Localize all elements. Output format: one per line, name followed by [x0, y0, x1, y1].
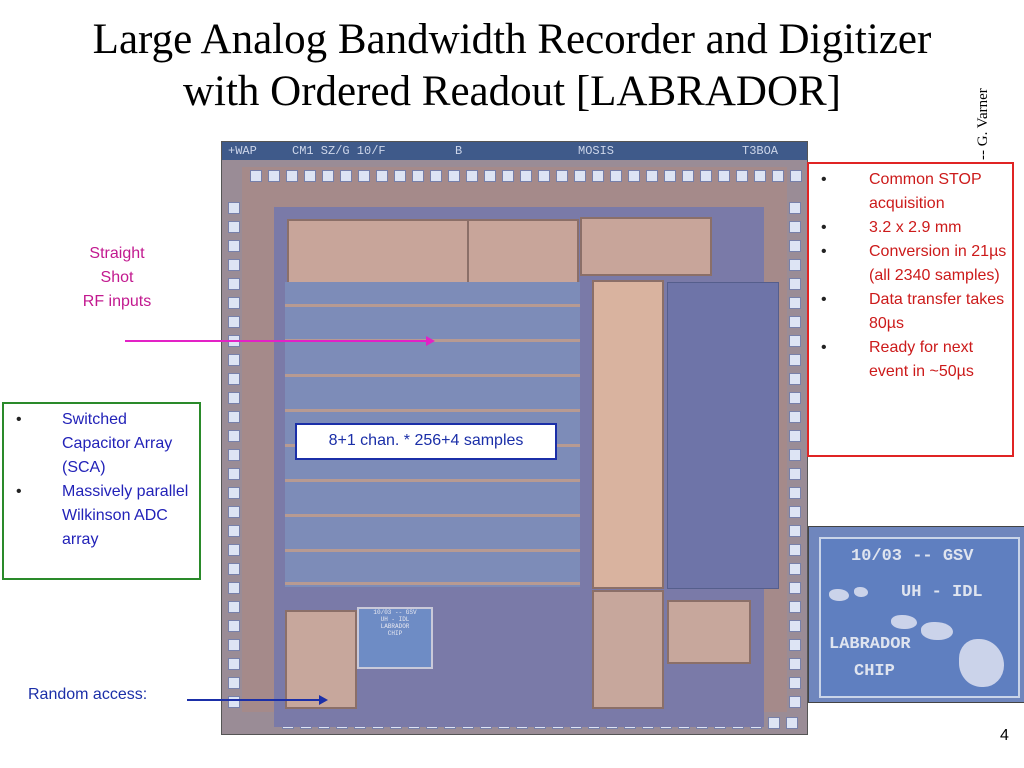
- bullet-item: Conversion in 21µs (all 2340 samples): [809, 240, 1012, 288]
- logo-zoom-photo: 10/03 -- GSV UH - IDL LABRADOR CHIP: [808, 526, 1024, 703]
- spec-bullet-box: Common STOP acquisition 3.2 x 2.9 mm Con…: [807, 162, 1014, 457]
- rf-input-arrow: [125, 336, 435, 346]
- straight-shot-line: RF inputs: [82, 293, 152, 310]
- chip-label: T3BOA: [742, 144, 779, 158]
- chip-label: +WAP: [228, 144, 257, 158]
- zoom-line-3: LABRADOR: [829, 635, 911, 654]
- title-line-2: with Ordered Readout [LABRADOR]: [182, 68, 842, 115]
- pad-column-right: [789, 202, 801, 708]
- samples-label: 8+1 chan. * 256+4 samples: [295, 423, 557, 460]
- chip-logo-line: UH - IDL: [380, 616, 410, 623]
- title-line-1: Large Analog Bandwidth Recorder and Digi…: [92, 16, 932, 63]
- bullet-item: Common STOP acquisition: [809, 168, 1012, 216]
- chip-block: [667, 600, 751, 664]
- chip-block: [467, 219, 579, 286]
- island-shape: [921, 622, 953, 640]
- chip-label: MOSIS: [578, 144, 615, 158]
- chip-label: CM1 SZ/G 10/F: [292, 144, 386, 158]
- slide-title: Large Analog Bandwidth Recorder and Digi…: [0, 14, 1024, 118]
- author-credit: -- G. Varner: [975, 88, 991, 160]
- chip-label: B: [455, 144, 463, 158]
- chip-block: [580, 217, 712, 276]
- straight-shot-label: Straight Shot RF inputs: [62, 242, 172, 314]
- island-shape: [829, 589, 849, 601]
- island-shape: [854, 587, 868, 597]
- chip-block: [592, 280, 664, 589]
- straight-shot-line: Straight: [89, 245, 145, 262]
- random-access-label: Random access:: [28, 686, 148, 703]
- chip-logo: 10/03 -- GSV UH - IDL LABRADOR CHIP: [357, 607, 433, 669]
- straight-shot-line: Shot: [100, 269, 134, 286]
- chip-block: [285, 610, 357, 709]
- bullet-item: Ready for next event in ~50µs: [809, 336, 1012, 384]
- chip-logo-line: LABRADOR: [380, 623, 410, 630]
- pad-column-left: [228, 202, 240, 708]
- bullet-item: Switched Capacitor Array (SCA): [4, 408, 199, 480]
- zoom-line-4: CHIP: [854, 662, 895, 681]
- random-access-arrow: [187, 695, 328, 705]
- bullet-item: Massively parallel Wilkinson ADC array: [4, 480, 199, 552]
- sca-bullet-box: Switched Capacitor Array (SCA) Massively…: [2, 402, 201, 580]
- zoom-line-2: UH - IDL: [901, 583, 983, 602]
- chip-block: [592, 590, 664, 709]
- page-number: 4: [1000, 727, 1009, 744]
- pad-row-top: [250, 170, 807, 182]
- chip-block: [287, 219, 469, 286]
- bullet-item: Data transfer takes 80µs: [809, 288, 1012, 336]
- chip-top-strip: +WAP CM1 SZ/G 10/F B MOSIS T3BOA: [222, 142, 807, 160]
- island-shape: [891, 615, 917, 629]
- island-shape: [959, 639, 1004, 687]
- chip-logo-line: 10/03 -- GSV: [373, 609, 417, 616]
- adc-array: [667, 282, 779, 589]
- bullet-item: 3.2 x 2.9 mm: [809, 216, 1012, 240]
- zoom-line-1: 10/03 -- GSV: [851, 547, 974, 566]
- chip-logo-line: CHIP: [387, 630, 403, 637]
